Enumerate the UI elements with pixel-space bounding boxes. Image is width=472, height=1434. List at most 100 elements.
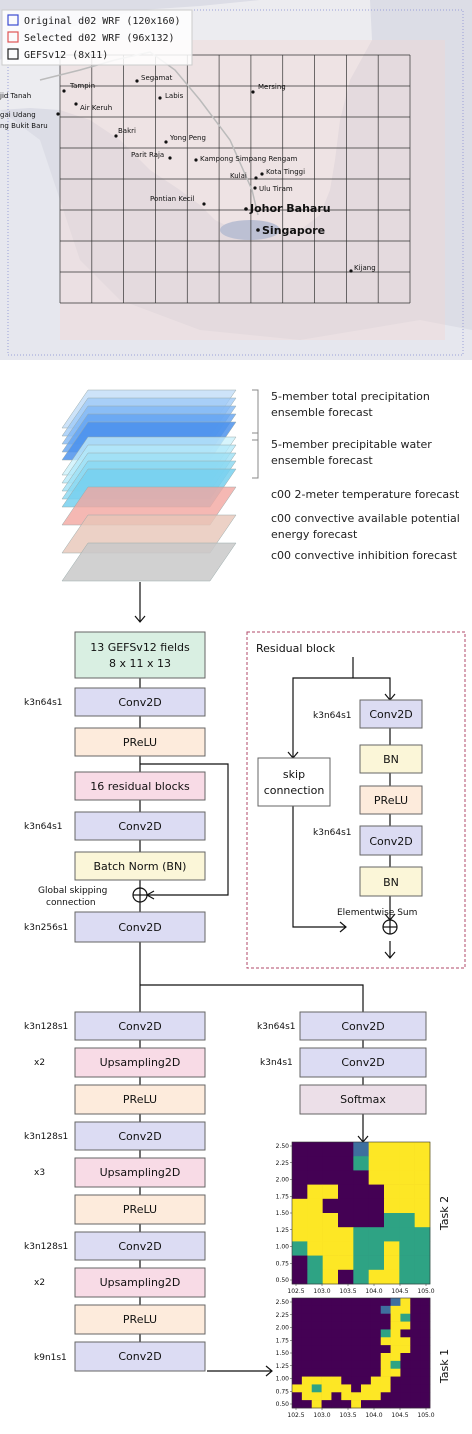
conv-box-4 xyxy=(74,1011,206,1041)
heatmap-cell xyxy=(338,1255,354,1271)
conv-label-branch-1: Conv2D xyxy=(341,1020,384,1033)
heatmap-cell xyxy=(321,1305,332,1315)
heatmap-cell xyxy=(292,1360,303,1370)
heatmap-cell xyxy=(368,1142,385,1157)
res-conv-label-1: Conv2D xyxy=(369,708,412,721)
label-cin: c00 convective inhibition forecast xyxy=(271,549,458,562)
heatmap-cell xyxy=(414,1255,431,1271)
upsample-label-3: Upsampling2D xyxy=(100,1276,181,1289)
x-tick-label: 104.0 xyxy=(365,1412,382,1419)
heatmap-cell xyxy=(400,1400,411,1409)
heatmap-cell xyxy=(307,1255,323,1271)
heatmap-cell xyxy=(380,1321,391,1330)
heatmap-cell xyxy=(384,1227,400,1242)
heatmap-cell xyxy=(292,1384,303,1393)
heatmap-cell xyxy=(380,1329,391,1338)
heatmap-cell xyxy=(390,1305,401,1315)
heatmap-cell xyxy=(301,1321,313,1330)
softmax-label: Softmax xyxy=(340,1093,386,1106)
heatmap-cell xyxy=(301,1353,313,1362)
heatmap-cell xyxy=(370,1392,382,1401)
heatmap-cell xyxy=(351,1400,362,1409)
prelu-label-1: PReLU xyxy=(123,736,157,749)
input-label-2: 8 x 11 x 13 xyxy=(109,657,171,670)
heatmap-cell xyxy=(341,1392,352,1401)
heatmap-cell xyxy=(321,1337,332,1346)
heatmap-cell xyxy=(311,1345,322,1354)
heatmap-cell xyxy=(420,1400,431,1409)
heatmap-cell xyxy=(361,1305,372,1315)
heatmap-cell xyxy=(420,1321,431,1330)
heatmap-cell xyxy=(331,1313,342,1322)
heatmap-cell xyxy=(361,1376,372,1385)
domain-map: Tampin Segamat Labis Mersing jid Tanah A… xyxy=(0,0,472,360)
heatmap-cell xyxy=(292,1269,308,1285)
label-t2m: c00 2-meter temperature forecast xyxy=(271,488,460,501)
heatmap-cell xyxy=(331,1298,342,1307)
heatmap-cell xyxy=(414,1269,431,1285)
heatmap-cell xyxy=(292,1213,308,1228)
upsample-box-3 xyxy=(74,1267,206,1298)
heatmap-cell xyxy=(351,1345,362,1354)
heatmap-cell xyxy=(321,1368,332,1377)
legend-selected: Selected d02 WRF (96x132) xyxy=(24,33,175,44)
heatmap-cell xyxy=(399,1255,415,1271)
heatmap-cell xyxy=(341,1298,352,1307)
heatmap-cell xyxy=(292,1142,308,1157)
heatmap-cell xyxy=(338,1170,354,1185)
heatmap-cell xyxy=(322,1269,339,1285)
heatmap-cell xyxy=(380,1353,391,1362)
x-tick-label: 103.0 xyxy=(313,1412,330,1419)
legend-swatch-gefs xyxy=(7,48,19,60)
side-labels: k3n64s1 k3n64s1 k3n256s1 k3n128s1 x2 k3n… xyxy=(24,698,296,1363)
heatmap-cell xyxy=(351,1305,362,1315)
task1-label: Task 1 xyxy=(438,1349,451,1384)
heatmap-cell xyxy=(331,1384,342,1393)
label-pwat-1: 5-member precipitable water xyxy=(271,438,432,451)
heatmap-cell xyxy=(307,1142,323,1157)
heatmap-cell xyxy=(380,1384,391,1393)
heatmap-cell xyxy=(361,1321,372,1330)
heatmap-cell xyxy=(384,1156,400,1171)
heatmap-cell xyxy=(307,1241,323,1256)
conv-box-2 xyxy=(74,811,206,841)
conv-box-5 xyxy=(74,1121,206,1151)
heatmap-cell xyxy=(400,1360,411,1370)
heatmap-cell xyxy=(321,1345,332,1354)
heatmap-cell xyxy=(311,1298,322,1307)
bn-label-main: Batch Norm (BN) xyxy=(94,860,187,873)
heatmap-cell xyxy=(307,1269,323,1285)
residual-title: Residual block xyxy=(256,642,336,655)
upsample-box-2 xyxy=(74,1157,206,1188)
heatmap-cell xyxy=(301,1384,313,1393)
y-tick-label: 0.75 xyxy=(276,1388,290,1395)
heatmap-cell xyxy=(380,1337,391,1346)
heatmap-cell xyxy=(414,1142,431,1157)
input-layer-stack xyxy=(61,389,237,582)
town-ulu-tiram: Ulu Tiram xyxy=(259,185,293,193)
heatmap-cell xyxy=(399,1269,415,1285)
heatmap-cell xyxy=(410,1345,421,1354)
x-tick-label: 102.5 xyxy=(287,1288,304,1295)
side-branch-k3n64s1: k3n64s1 xyxy=(257,1022,296,1032)
heatmap-cell xyxy=(351,1360,362,1370)
map-towns: Tampin Segamat Labis Mersing jid Tanah A… xyxy=(0,74,376,273)
heatmap-cell xyxy=(368,1255,385,1271)
heatmap-cell xyxy=(399,1184,415,1200)
heatmap-cell xyxy=(311,1321,322,1330)
legend-frame xyxy=(1,9,193,66)
label-pwat-2: ensemble forecast xyxy=(271,454,373,467)
heatmap-cell xyxy=(361,1345,372,1354)
heatmap-cell xyxy=(322,1255,339,1271)
side-k3n128s1-1: k3n128s1 xyxy=(24,1022,68,1032)
heatmap-cell xyxy=(341,1321,352,1330)
heatmap-cell xyxy=(292,1241,308,1256)
prelu-box-1 xyxy=(74,727,206,757)
heatmap-cell xyxy=(368,1269,385,1285)
heatmap-cell xyxy=(351,1353,362,1362)
heatmap-cell xyxy=(399,1241,415,1256)
town-singapore: Singapore xyxy=(262,224,325,237)
town-johor-baharu: Johor Baharu xyxy=(249,202,331,215)
